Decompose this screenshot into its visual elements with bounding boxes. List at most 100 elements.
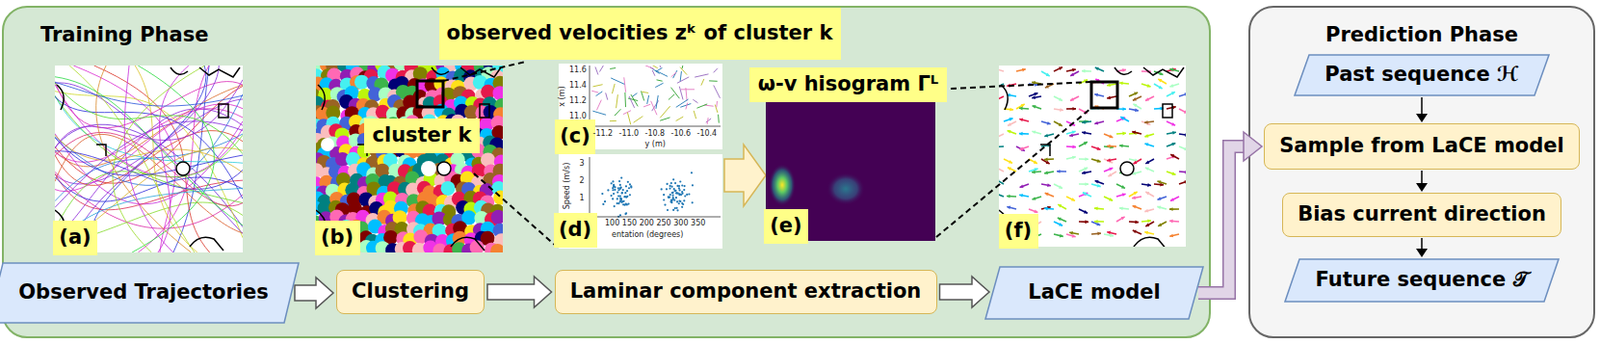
wall [1133, 236, 1168, 247]
flow-arrow-head [1169, 234, 1174, 238]
flow-arrow-head [1145, 191, 1150, 195]
velocity-segment [696, 104, 708, 108]
cluster-cell [383, 128, 398, 143]
flow-arrow-shaft [998, 96, 1004, 101]
trajectory [54, 79, 243, 149]
flow-arrow-shaft [1082, 192, 1092, 197]
scatter-dot [619, 186, 622, 189]
cluster-cell [317, 223, 333, 238]
flow-arrow-head [1145, 167, 1150, 171]
flow-arrow-head [1144, 133, 1149, 138]
flow-arrow-shaft [1078, 167, 1088, 172]
flow-arrow-head [1069, 132, 1074, 137]
scatter-dot [611, 197, 614, 200]
cluster-cell [327, 221, 342, 237]
flow-arrow-head [1121, 184, 1126, 188]
flow-arrow-shaft [1016, 221, 1026, 225]
flow-arrow-head [1145, 160, 1150, 164]
cluster-cell [491, 209, 503, 225]
trajectory [74, 65, 220, 253]
velocity-segment [644, 65, 655, 70]
flow-arrow-shaft [1103, 196, 1113, 201]
plot-c [558, 63, 723, 150]
flow-arrow-head [1020, 146, 1024, 151]
cluster-cell [377, 128, 393, 143]
flow-arrow-head [1059, 107, 1064, 112]
trajectory [96, 65, 192, 253]
flow-arrow-shaft [1091, 146, 1101, 150]
velocity-segment [592, 110, 606, 115]
flow-arrow-head [1072, 68, 1076, 73]
scatter-dot [629, 193, 631, 196]
scatter-dot [667, 196, 670, 199]
scatter-dot [613, 205, 616, 208]
flow-arrow-shaft [1006, 195, 1017, 198]
map-b [315, 65, 503, 253]
velocity-segment [671, 72, 677, 78]
flow-arrow-head [1132, 230, 1137, 235]
flow-arrow-shaft [1132, 158, 1142, 164]
flow-arrow-head [1122, 106, 1127, 111]
flow-arrow-head [1144, 231, 1149, 236]
velocity-segment [713, 68, 718, 73]
flow-arrow-shaft [1019, 132, 1029, 135]
flow-arrow-shaft [1057, 217, 1067, 222]
flow-arrow-head [1122, 192, 1127, 197]
scatter-dot [625, 196, 628, 199]
axis-label: y (m) [645, 140, 666, 149]
block-arrow [294, 277, 334, 309]
scatter-dot [671, 194, 674, 197]
flow-arrow-shaft [1091, 158, 1102, 162]
flow-arrow-head [1070, 72, 1075, 76]
arrowhead [1416, 248, 1428, 258]
flow-arrow-shaft [1103, 133, 1113, 138]
velocity-segment [647, 95, 650, 105]
arrow-line [1420, 97, 1423, 115]
cluster-cell [339, 219, 354, 235]
scatter-dot [669, 193, 672, 196]
flow-arrow-head [1184, 170, 1186, 175]
velocity-segment [624, 92, 627, 107]
velocity-segment [679, 86, 683, 101]
flow-arrow-shaft [1070, 71, 1079, 77]
velocity-segment [633, 116, 644, 124]
trajectory [54, 137, 243, 176]
scatter-dot [629, 183, 631, 185]
flow-arrow-shaft [1120, 116, 1129, 122]
scatter-dot [681, 202, 683, 205]
axis-label: 11.2 [569, 97, 587, 105]
flow-arrow-head [1022, 221, 1026, 226]
axis-label: 3 [579, 159, 585, 168]
flow-arrow-head [1033, 209, 1038, 214]
scatter-dot [625, 184, 628, 187]
flow-arrow-head [1084, 182, 1089, 186]
axis-label: 2 [579, 177, 585, 185]
parallelogram-outline [1294, 54, 1549, 96]
scatter-dot [682, 199, 685, 202]
flow-arrow-head [1145, 223, 1150, 227]
flow-arrow-head [1094, 121, 1099, 126]
flow-arrow-shaft [1179, 181, 1186, 184]
scatter-dot [603, 200, 606, 203]
velocity-segment [685, 87, 687, 101]
trajectory [54, 96, 243, 204]
velocity-segment [599, 65, 605, 73]
flow-arrow-head [1156, 180, 1161, 184]
connector [1416, 97, 1428, 123]
velocity-segment [717, 114, 720, 124]
plot-axes [589, 65, 721, 127]
cluster-cell [412, 132, 427, 148]
flow-arrow-shaft [1078, 220, 1089, 223]
flow-arrow-head [1145, 97, 1150, 101]
scatter-dot [611, 188, 614, 191]
flow-arrow-head [1184, 132, 1186, 137]
velocity-segment [656, 79, 663, 81]
velocity-segment [680, 71, 682, 82]
flow-arrow-shaft [1170, 196, 1180, 201]
velocity-segment [595, 66, 599, 75]
cluster-cell [422, 133, 438, 149]
wall [1162, 104, 1173, 118]
wall [218, 104, 229, 118]
cluster-cell [421, 128, 437, 143]
flow-arrow-head [1007, 166, 1012, 170]
